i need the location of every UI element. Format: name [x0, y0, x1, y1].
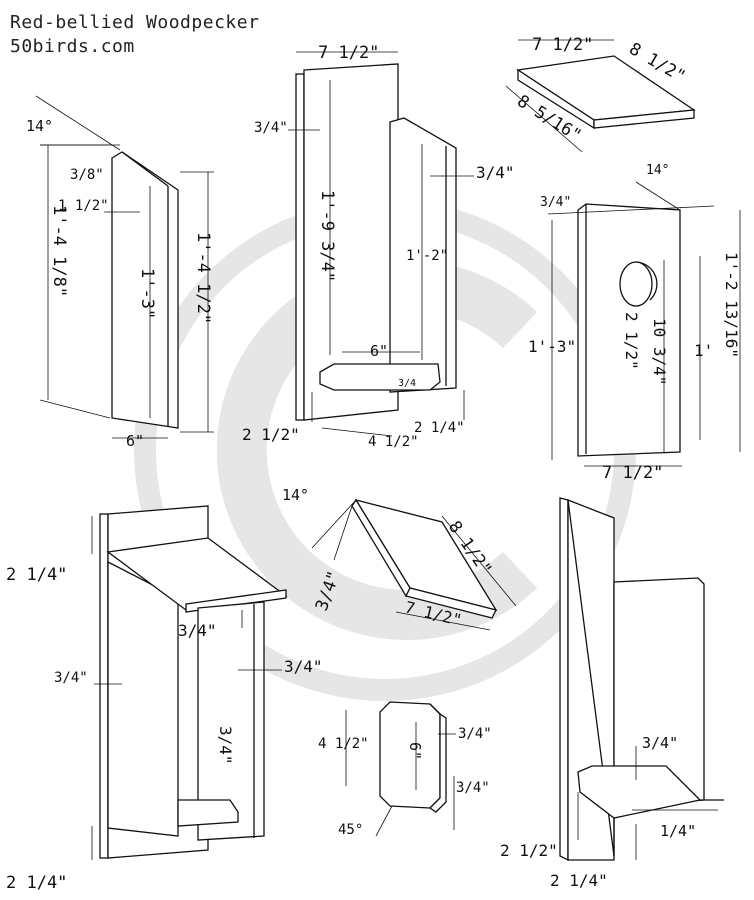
dim-fp-width: 7 1/2": [602, 463, 663, 483]
dim-rd-thickness: 3/4": [312, 568, 345, 613]
back-front-view: 7 1/2" 3/4" 1'-9 3/4" 1'-2" 3/4" 6" 3/4 …: [242, 43, 515, 450]
dim-rd-angle: 14°: [282, 486, 309, 504]
back-board-face: [303, 63, 399, 421]
dim-as-roof-thickness: 3/4": [178, 621, 217, 640]
dim-ab-bottom-left: 2 1/2": [500, 841, 558, 860]
assembled-back-board: [99, 513, 109, 859]
dim-bf-top-width: 7 1/2": [318, 43, 379, 63]
dim-fp-right-height: 1'-2 13/16": [722, 252, 741, 358]
assembled-front: [197, 601, 265, 841]
side-panel-view: 1'-4 1/8" 14° 3/8" 1 1/2" 1'-3" 1'-4 1/2…: [26, 95, 214, 450]
dim-ab-bottom-gap: 2 1/4": [550, 871, 608, 890]
assembled-side-face: [107, 560, 179, 837]
dim-as-top-gap: 2 1/4": [6, 565, 67, 585]
assembled-floor: [177, 799, 239, 827]
front-board: [389, 117, 457, 393]
dim-bf-floor-width: 6": [370, 342, 388, 360]
dim-side-top-offset: 3/8": [70, 167, 104, 183]
entrance-hole: [619, 261, 653, 307]
dim-fl-width: 6": [406, 742, 424, 760]
ab-back-edge: [559, 497, 569, 862]
dim-as-left-thickness: 3/4": [54, 670, 88, 686]
roof-detail-bottom: [405, 587, 497, 619]
assembled-back-view: 3/4" 2 1/2" 1/4" 2 1/4": [500, 497, 724, 890]
roof-side-edge: [593, 109, 695, 129]
dim-fl-depth: 4 1/2": [318, 736, 369, 752]
dim-roof-width: 7 1/2": [532, 35, 593, 55]
dim-as-bottom-gap: 2 1/4": [6, 873, 67, 893]
dim-bf-bottom-left: 2 1/2": [242, 425, 300, 444]
dim-as-floor-thickness: 3/4": [216, 726, 235, 765]
site-name: 50birds.com: [10, 36, 135, 57]
roof-detail-view: 14° 8 1/2" 3/4" 7 1/2": [282, 486, 517, 631]
dim-ab-right-offset: 1/4": [660, 822, 696, 840]
dim-fl-thickness-bottom: 3/4": [456, 780, 490, 796]
dim-as-right-thickness: 3/4": [284, 657, 323, 676]
dim-side-depth-top: 1 1/2": [58, 198, 109, 214]
front-panel-face: [577, 203, 681, 457]
back-board: [295, 73, 305, 421]
dim-bf-front-height: 1'-2": [406, 248, 448, 264]
dim-fp-left-height: 1'-3": [528, 337, 576, 356]
dim-side-angle: 14°: [26, 117, 53, 135]
dim-bf-thickness-right: 3/4": [476, 163, 515, 182]
dim-bf-back-height: 1'-9 3/4": [317, 190, 337, 282]
dim-fp-angle: 14°: [646, 163, 669, 178]
dim-fl-corner-angle: 45°: [338, 822, 363, 838]
dim-ab-floor-thickness: 3/4": [642, 734, 678, 752]
assembled-side-view: 2 1/4" 3/4" 3/4" 3/4" 3/4" 2 1/4": [6, 505, 323, 893]
floor-piece: [319, 363, 441, 391]
dim-fp-short-height: 1': [694, 341, 713, 360]
dim-bf-floor-thickness: 3/4: [398, 378, 416, 389]
floor-side-edge: [428, 703, 447, 813]
floor-view: 4 1/2" 6" 3/4" 3/4" 45°: [318, 701, 492, 838]
dim-fl-thickness-top: 3/4": [458, 726, 492, 742]
page-title: Red-bellied Woodpecker: [10, 12, 260, 33]
dim-bf-thickness-left: 3/4": [254, 120, 288, 136]
front-panel-view: 14° 3/4" 1'-3" 2 1/2" 10 3/4" 1' 1'-2 13…: [528, 163, 741, 483]
dim-fp-hole-diameter: 2 1/2": [622, 312, 641, 370]
dim-side-front-height: 1'-4 1/8": [49, 205, 69, 297]
dim-side-back-height: 1'-4 1/2": [193, 232, 213, 324]
dim-fp-thickness: 3/4": [540, 195, 571, 210]
dim-bf-bottom-right: 2 1/4": [414, 420, 465, 436]
dim-bf-floor-depth: 4 1/2": [368, 434, 419, 450]
dim-side-inner-height: 1'-3": [137, 268, 157, 319]
roof-view: 7 1/2" 8 1/2" 8 5/16": [505, 35, 696, 153]
dim-side-width: 6": [126, 432, 144, 450]
dim-fp-hole-height: 10 3/4": [650, 318, 669, 385]
